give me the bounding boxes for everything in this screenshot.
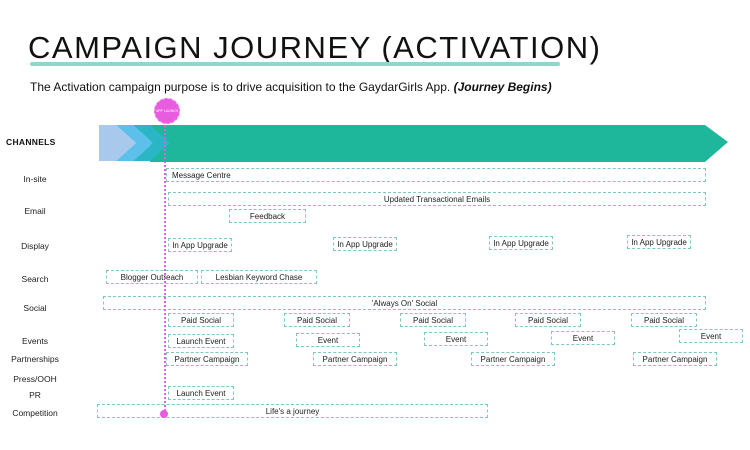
bar-blogger-outreach: Blogger Outreach — [106, 270, 198, 284]
bar-paid-social: Paid Social — [168, 313, 234, 327]
bar-event: Event — [551, 331, 615, 345]
bar-pr-launch-event: Launch Event — [168, 386, 234, 400]
row-label-insite: In-site — [23, 174, 47, 184]
title-underline — [30, 62, 560, 66]
bar-in-app-upgrade: In App Upgrade — [627, 235, 691, 249]
bar-in-app-upgrade: In App Upgrade — [489, 236, 553, 250]
subtitle-text: The Activation campaign purpose is to dr… — [30, 80, 451, 94]
channels-main-arrow — [150, 125, 728, 162]
channels-label: CHANNELS — [6, 137, 56, 147]
bar-in-app-upgrade: In App Upgrade — [168, 238, 232, 252]
bar-paid-social: Paid Social — [631, 313, 697, 327]
bar-partner-campaign: Partner Campaign — [166, 352, 248, 366]
row-label-social: Social — [23, 303, 47, 313]
app-launch-badge-text: APP LAUNCH — [155, 108, 179, 113]
page-subtitle: The Activation campaign purpose is to dr… — [30, 80, 552, 94]
bar-event: Event — [679, 329, 743, 343]
bar-event: Event — [424, 332, 488, 346]
subtitle-emphasis: (Journey Begins) — [453, 80, 552, 94]
bar-paid-social: Paid Social — [400, 313, 466, 327]
app-launch-badge: APP LAUNCH — [154, 98, 180, 124]
bar-partner-campaign: Partner Campaign — [471, 352, 555, 366]
chevron-teal — [133, 125, 170, 161]
row-label-competition: Competition — [12, 408, 58, 418]
bar-partner-campaign: Partner Campaign — [633, 352, 717, 366]
page-title: CAMPAIGN JOURNEY (ACTIVATION) — [28, 30, 602, 65]
bar-partner-campaign: Partner Campaign — [313, 352, 397, 366]
row-label-search: Search — [21, 274, 49, 284]
bar-transactional-emails: Updated Transactional Emails — [168, 192, 706, 206]
bar-paid-social: Paid Social — [284, 313, 350, 327]
bar-lesbian-keyword-chase: Lesbian Keyword Chase — [201, 270, 317, 284]
chevron-light-blue — [99, 125, 136, 161]
row-label-display: Display — [21, 241, 49, 251]
bar-launch-event: Launch Event — [168, 334, 234, 348]
launch-marker-dot — [160, 410, 168, 418]
launch-marker-line — [164, 122, 166, 414]
row-label-partnerships: Partnerships — [11, 354, 59, 364]
bar-message-centre: Message Centre — [166, 168, 706, 182]
row-label-email: Email — [24, 206, 46, 216]
row-label-press: Press/OOH — [13, 374, 57, 384]
row-label-events: Events — [22, 336, 48, 346]
bar-always-on-social: 'Always On' Social — [103, 296, 706, 310]
row-label-pr: PR — [29, 390, 41, 400]
bar-event: Event — [296, 333, 360, 347]
bar-feedback: Feedback — [229, 209, 306, 223]
bar-in-app-upgrade: In App Upgrade — [333, 237, 397, 251]
bar-paid-social: Paid Social — [515, 313, 581, 327]
chevron-mid-blue — [116, 125, 153, 161]
bar-lifes-a-journey: Life's a journey — [97, 404, 488, 418]
